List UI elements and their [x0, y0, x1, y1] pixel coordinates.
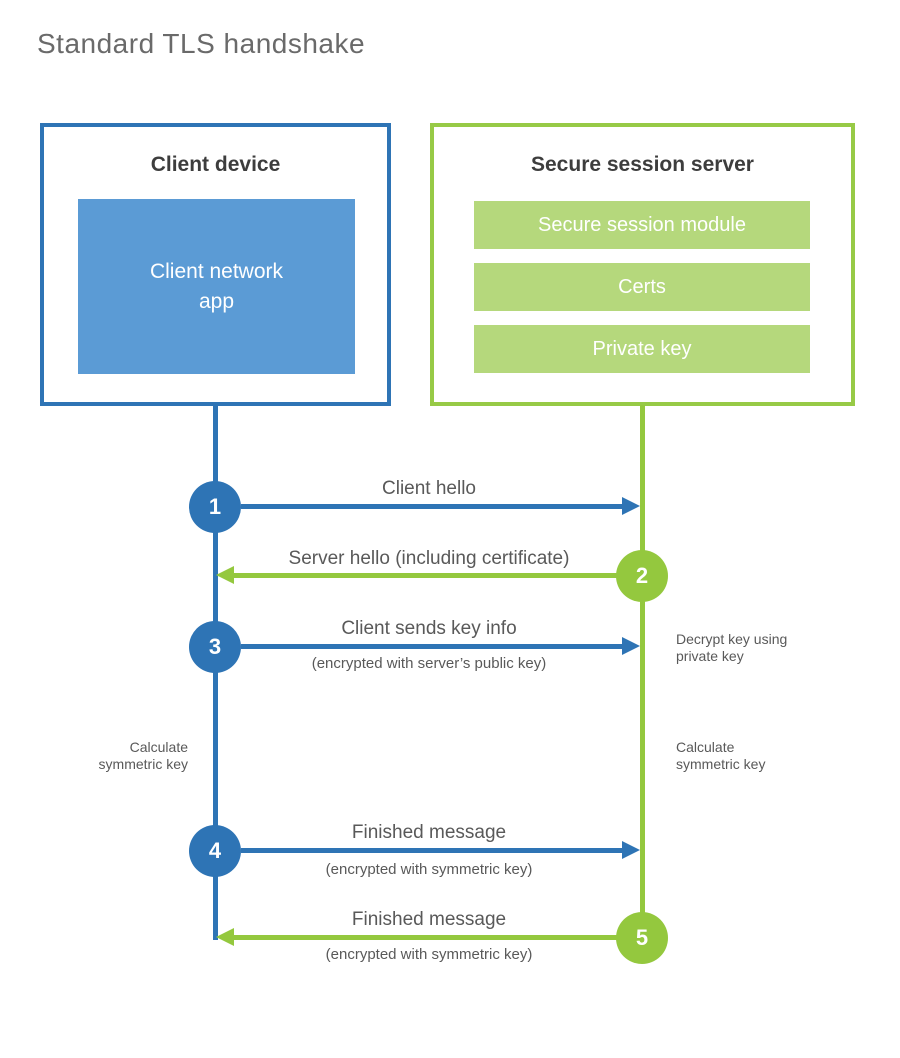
step-3-arrow-line [241, 644, 624, 649]
client-device-title: Client device [150, 153, 281, 176]
decrypt-key-note: Decrypt key using private key [676, 631, 788, 664]
step-4-label: Finished message [351, 822, 507, 843]
step-3-circle: 3 [189, 621, 241, 673]
calculate-symmetric-key-note-server: Calculate symmetric key [676, 739, 766, 772]
step-2-circle: 2 [616, 550, 668, 602]
step-3-arrowhead-right-icon [622, 637, 640, 655]
server-module-certs: Certs [474, 263, 810, 311]
step-5-arrow-line [234, 935, 618, 940]
step-4-arrow-line [241, 848, 624, 853]
step-5-sublabel: (encrypted with symmetric key) [325, 946, 533, 963]
step-5-arrowhead-left-icon [216, 928, 234, 946]
server-module-private-key: Private key [474, 325, 810, 373]
step-2-label: Server hello (including certificate) [288, 548, 570, 569]
step-1-circle: 1 [189, 481, 241, 533]
step-4-circle: 4 [189, 825, 241, 877]
server-module-secure-session-module: Secure session module [474, 201, 810, 249]
page-title: Standard TLS handshake [37, 28, 366, 59]
calculate-symmetric-key-note-client: Calculate symmetric key [98, 739, 188, 772]
step-5-label: Finished message [351, 909, 507, 930]
step-1-arrowhead-right-icon [622, 497, 640, 515]
client-network-app-rect: Client network app [78, 199, 355, 374]
step-1-label: Client hello [382, 478, 476, 499]
step-1-arrow-line [241, 504, 624, 509]
step-3-sublabel: (encrypted with server’s public key) [311, 655, 547, 672]
step-5-circle: 5 [616, 912, 668, 964]
server-lifeline [640, 405, 645, 940]
step-2-arrow-line [234, 573, 618, 578]
secure-session-server-title: Secure session server [531, 153, 754, 176]
step-3-label: Client sends key info [341, 618, 517, 639]
step-2-arrowhead-left-icon [216, 566, 234, 584]
step-4-arrowhead-right-icon [622, 841, 640, 859]
step-4-sublabel: (encrypted with symmetric key) [325, 861, 533, 878]
